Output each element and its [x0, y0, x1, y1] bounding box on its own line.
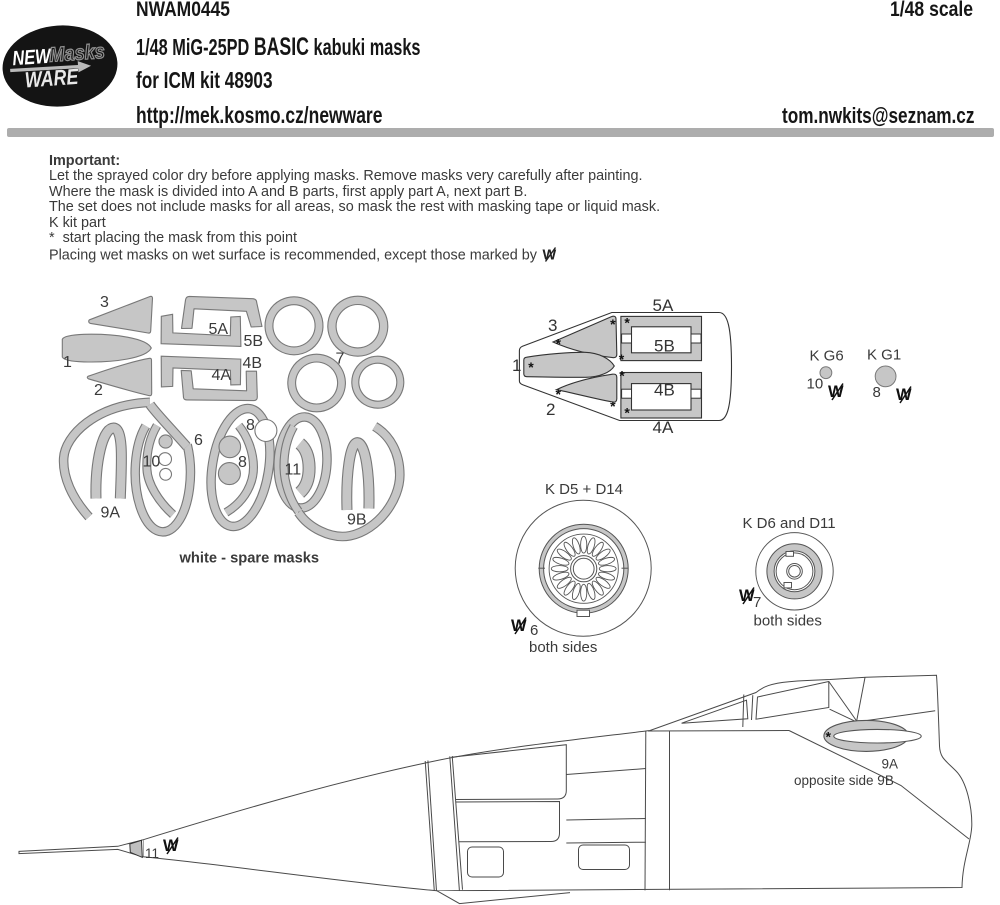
- svg-text:*: *: [556, 335, 562, 351]
- svg-text:1: 1: [512, 356, 521, 375]
- svg-text:K D6 and D11: K D6 and D11: [743, 515, 836, 532]
- svg-text:K G1: K G1: [867, 347, 901, 364]
- svg-text:K D5 + D14: K D5 + D14: [545, 481, 623, 498]
- svg-text:K G6: K G6: [810, 348, 844, 365]
- svg-text:NEW: NEW: [12, 44, 53, 70]
- svg-text:10: 10: [807, 376, 824, 393]
- svg-text:*: *: [619, 351, 625, 367]
- svg-text:8: 8: [238, 454, 247, 471]
- svg-text:4A: 4A: [653, 418, 674, 437]
- svg-text:both sides: both sides: [754, 613, 822, 630]
- svg-text:10: 10: [143, 454, 161, 471]
- svg-text:5A: 5A: [653, 296, 674, 315]
- svg-text:6: 6: [194, 432, 203, 449]
- svg-text:both sides: both sides: [529, 639, 597, 656]
- svg-text:4B: 4B: [243, 355, 263, 372]
- svg-text:3: 3: [548, 316, 557, 335]
- svg-text:2: 2: [546, 400, 555, 419]
- svg-text:3: 3: [100, 294, 109, 311]
- svg-text:5B: 5B: [654, 337, 675, 356]
- svg-text:7: 7: [336, 351, 345, 368]
- svg-text:*: *: [528, 359, 534, 375]
- svg-text:9A: 9A: [101, 505, 121, 522]
- svg-text:Masks: Masks: [48, 40, 105, 67]
- svg-text:4B: 4B: [654, 381, 675, 400]
- svg-text:1: 1: [63, 354, 72, 371]
- svg-text:*: *: [619, 368, 625, 384]
- svg-text:7: 7: [753, 594, 761, 611]
- svg-text:*: *: [610, 398, 616, 414]
- svg-text:9A: 9A: [882, 756, 899, 771]
- svg-text:white - spare masks: white - spare masks: [179, 551, 320, 567]
- svg-text:*: *: [556, 386, 562, 402]
- svg-text:11: 11: [145, 846, 159, 861]
- svg-text:4A: 4A: [212, 367, 232, 384]
- svg-text:9B: 9B: [347, 512, 367, 529]
- svg-text:8: 8: [873, 384, 881, 401]
- svg-text:5A: 5A: [209, 321, 229, 338]
- svg-text:11: 11: [285, 462, 302, 479]
- svg-text:6: 6: [530, 622, 538, 639]
- svg-text:*: *: [826, 729, 832, 745]
- svg-text:*: *: [624, 315, 630, 331]
- svg-text:5B: 5B: [244, 333, 264, 350]
- svg-text:opposite side 9B: opposite side 9B: [794, 773, 894, 788]
- svg-text:*: *: [610, 316, 616, 332]
- svg-text:8: 8: [246, 417, 255, 434]
- svg-text:2: 2: [94, 382, 103, 399]
- svg-text:*: *: [624, 404, 630, 420]
